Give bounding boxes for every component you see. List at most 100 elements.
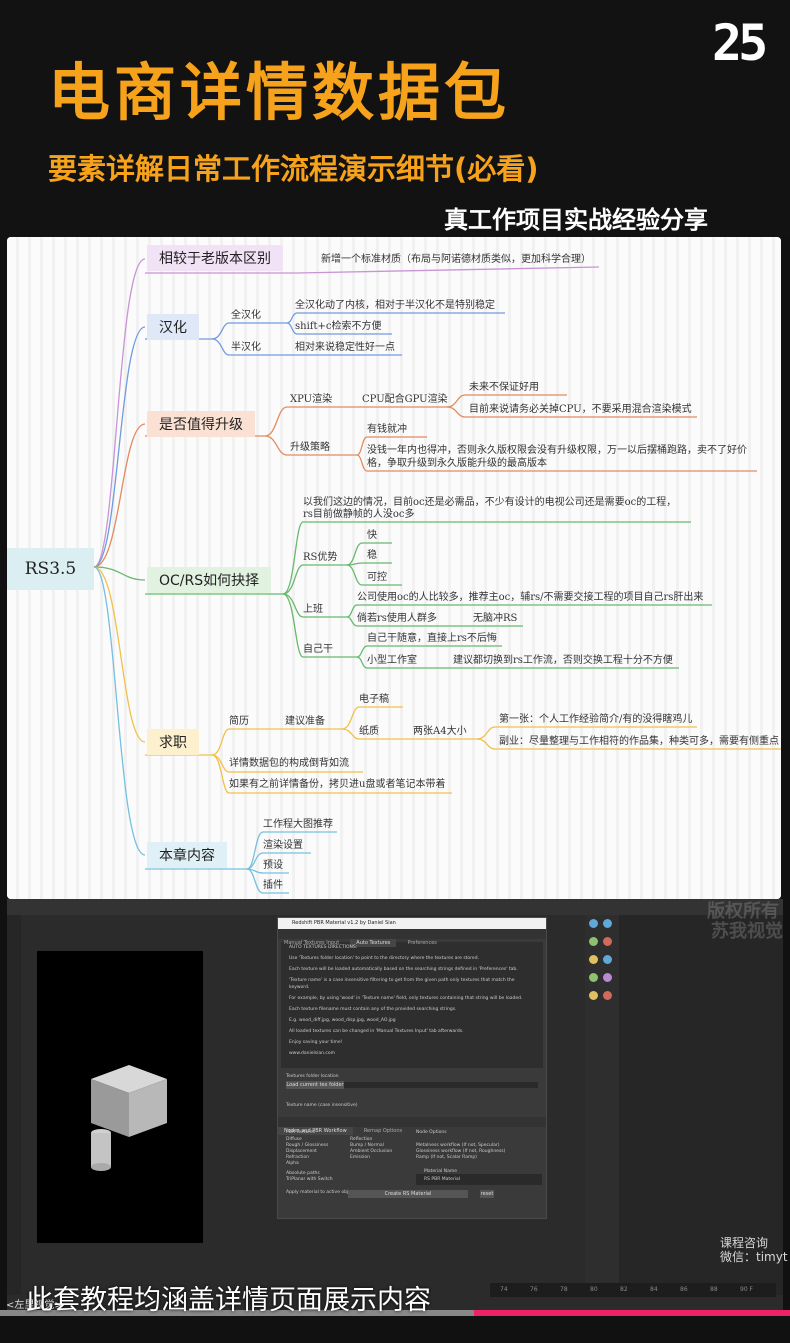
tab-nodes-pbr[interactable]: Nodes and PBR Workflow bbox=[278, 1127, 353, 1135]
pbr-option[interactable]: Reflection bbox=[350, 1137, 373, 1142]
pbr-option[interactable]: Bump / Normal bbox=[350, 1143, 384, 1148]
node-text: 可控 bbox=[367, 572, 387, 583]
branch-version-diff: 相较于老版本区别 bbox=[147, 245, 283, 271]
tool-icon[interactable] bbox=[603, 919, 612, 928]
material-name-label: Material Name bbox=[424, 1169, 457, 1174]
tool-icon[interactable] bbox=[589, 973, 598, 982]
mindmap-root: RS3.5 bbox=[7, 548, 94, 590]
scene-render bbox=[91, 1065, 167, 1171]
pbr-option[interactable]: Rough / Glossiness bbox=[286, 1143, 329, 1148]
tool-icon[interactable] bbox=[603, 991, 612, 1000]
tool-icon[interactable] bbox=[589, 937, 598, 946]
tab-manual-textures[interactable]: Manual Textures Input bbox=[284, 940, 340, 946]
material-name-input[interactable]: RS PBR Material bbox=[416, 1174, 542, 1185]
timeline-tick: 78 bbox=[560, 1286, 568, 1293]
directions-line: E.g. wood_diff.jpg, wood_disp.jpg, wood_… bbox=[289, 1018, 396, 1023]
node-text: 预设 bbox=[263, 860, 283, 871]
tool-icon[interactable] bbox=[603, 973, 612, 982]
branch-upgrade: 是否值得升级 bbox=[147, 411, 255, 437]
pbr-option[interactable]: Ambient Occlusion bbox=[350, 1149, 393, 1154]
software-screenshot: Redshift PBR Material v1.2 by Daniel Sia… bbox=[7, 899, 783, 1313]
app-menubar bbox=[7, 899, 783, 915]
texture-name-label: Texture name (case insensitive) bbox=[286, 1103, 358, 1108]
pbr-option[interactable]: Diffuse bbox=[286, 1137, 302, 1142]
timeline-tick: 86 bbox=[680, 1286, 688, 1293]
node-text: 稳 bbox=[367, 550, 377, 561]
directions-line: 'Texture name' is a case insensitive fil… bbox=[289, 978, 515, 990]
progress-strip bbox=[0, 1310, 790, 1316]
nodes-tabs: Nodes and PBR Workflow Remap Options bbox=[278, 1117, 546, 1135]
node-text: 两张A4大小 bbox=[413, 726, 467, 737]
bottom-bar bbox=[0, 1316, 790, 1343]
timeline-tick: 80 bbox=[590, 1286, 598, 1293]
node-text: 电子稿 bbox=[359, 694, 389, 705]
tool-icon[interactable] bbox=[589, 991, 598, 1000]
extra-option[interactable]: TriPlanar with Switch bbox=[286, 1177, 333, 1182]
node-text: 建议准备 bbox=[285, 716, 325, 727]
node-text: 第一张：个人工作经验简介/有的没得瞎鸡儿 bbox=[499, 714, 693, 725]
episode-number: 25 bbox=[712, 14, 768, 72]
tagline: 真工作项目实战经验分享 bbox=[444, 206, 708, 234]
mindmap-background bbox=[7, 237, 781, 899]
node-text: 快 bbox=[367, 530, 377, 541]
pbr-option[interactable]: Emission bbox=[350, 1155, 371, 1160]
node-text: 全汉化 bbox=[231, 310, 261, 321]
node-text: 工作程大图推荐 bbox=[263, 819, 333, 830]
pbr-option[interactable]: Refraction bbox=[286, 1155, 309, 1160]
node-text: 小型工作室 bbox=[367, 655, 417, 666]
node-text: 无脑冲RS bbox=[473, 613, 518, 624]
directions-text-box: AUTO TEXTURES DIRECTIONS: Use 'Textures … bbox=[281, 942, 543, 1068]
consult-line: 微信：timyt bbox=[720, 1250, 788, 1264]
tool-icon[interactable] bbox=[589, 955, 598, 964]
pbr-option[interactable]: Alpha bbox=[286, 1161, 299, 1166]
pbr-header: PBR Textures bbox=[286, 1130, 316, 1135]
node-text: 升级策略 bbox=[290, 442, 330, 453]
extra-option[interactable]: Absolute paths bbox=[286, 1171, 320, 1176]
tool-icon[interactable] bbox=[603, 955, 612, 964]
dialog-title: Redshift PBR Material v1.2 by Daniel Sia… bbox=[278, 918, 546, 929]
directions-line: AUTO TEXTURES DIRECTIONS: bbox=[289, 945, 358, 950]
tab-preferences[interactable]: Preferences bbox=[407, 940, 437, 946]
node-text: 倘若rs使用人群多 bbox=[357, 613, 437, 624]
tool-icon[interactable] bbox=[603, 937, 612, 946]
apply-option[interactable]: Apply material to active objects bbox=[286, 1190, 358, 1195]
node-text: 有钱就冲 bbox=[367, 424, 407, 435]
right-toolbar bbox=[585, 915, 619, 1295]
node-text: 插件 bbox=[263, 880, 283, 891]
node-text: 建议都切换到rs工作流，否则交换工程十分不方便 bbox=[453, 655, 673, 666]
reset-button[interactable]: reset bbox=[480, 1190, 494, 1198]
mindmap-panel: RS3.5 相较于老版本区别 汉化 是否值得升级 OC/RS如何抉择 求职 本章… bbox=[7, 237, 781, 899]
pbr-option[interactable]: Displacement bbox=[286, 1149, 317, 1154]
create-material-button[interactable]: Create RS Material bbox=[348, 1190, 468, 1198]
timeline-tick: 76 bbox=[530, 1286, 538, 1293]
node-option[interactable]: Glossiness workflow (If not, Roughness) bbox=[416, 1149, 506, 1154]
left-toolbar bbox=[7, 915, 21, 1295]
node-option[interactable]: Metalness workflow (If not, Specular) bbox=[416, 1143, 500, 1148]
watermark-text: 苏我视觉 bbox=[711, 921, 783, 942]
tool-icon[interactable] bbox=[589, 919, 598, 928]
timeline-tick: 84 bbox=[650, 1286, 658, 1293]
tab-remap-options[interactable]: Remap Options bbox=[363, 1128, 403, 1134]
dialog-tabs: Manual Textures Input Auto Textures Pref… bbox=[278, 929, 546, 947]
node-text: shift+c检索不方便 bbox=[295, 321, 382, 332]
node-text: 以我们这边的情况，目前oc还是必需品，不少有设计的电视公司还是需要oc的工程， bbox=[303, 497, 677, 508]
timeline-tick: 90 F bbox=[740, 1286, 753, 1293]
bottom-caption: 此套教程均涵盖详情页面展示内容 bbox=[26, 1285, 431, 1316]
node-text: XPU渲染 bbox=[290, 394, 333, 405]
load-folder-button[interactable]: Load current tex folder bbox=[286, 1081, 344, 1089]
node-options-header: Node Options bbox=[416, 1130, 447, 1135]
folder-input[interactable] bbox=[286, 1082, 538, 1088]
directions-line: Use 'Textures folder location' to point … bbox=[289, 956, 479, 961]
node-text: 全汉化动了内核，相对于半汉化不是特别稳定 bbox=[295, 300, 495, 311]
pbr-material-dialog: Redshift PBR Material v1.2 by Daniel Sia… bbox=[277, 917, 547, 1219]
viewport[interactable] bbox=[37, 951, 203, 1243]
directions-line: All loaded textures can be changed in 'M… bbox=[289, 1029, 464, 1034]
page-subtitle: 要素详解日常工作流程演示细节(必看) bbox=[48, 152, 539, 186]
tab-auto-textures[interactable]: Auto Textures bbox=[350, 939, 397, 947]
node-text: 半汉化 bbox=[231, 342, 261, 353]
node-option[interactable]: Ramp (If not, Scalar Ramp) bbox=[416, 1155, 477, 1160]
directions-line: Enjoy saving your time! bbox=[289, 1040, 343, 1045]
node-text: RS优势 bbox=[303, 552, 338, 563]
node-text: 渲染设置 bbox=[263, 840, 303, 851]
timeline[interactable]: 74 76 78 80 82 84 86 88 90 F bbox=[490, 1283, 776, 1297]
